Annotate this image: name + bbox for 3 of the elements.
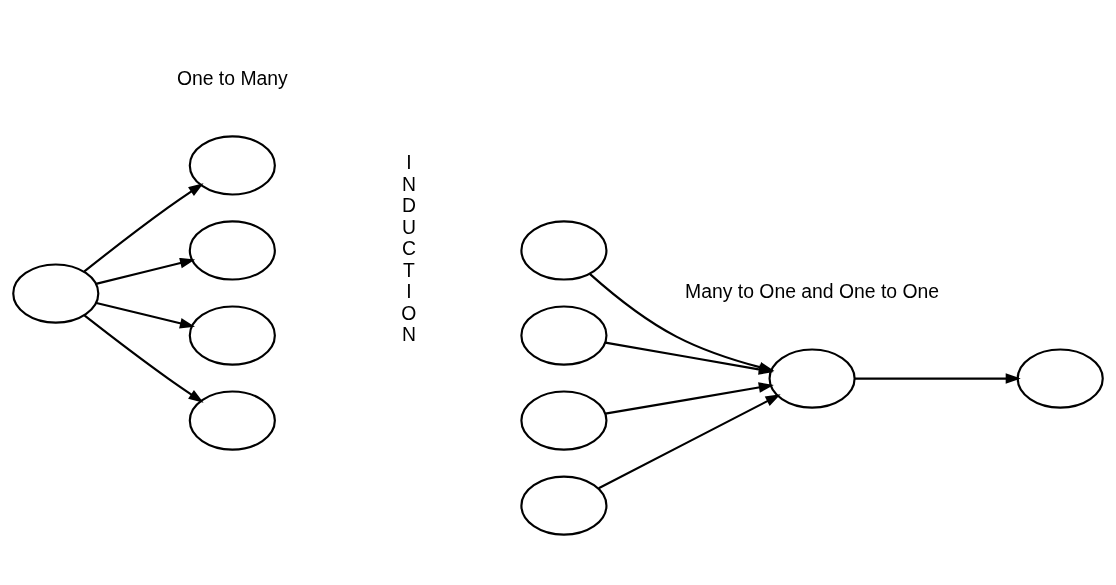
- label: Many to One and One to One: [685, 279, 940, 302]
- label: INDUCTION: [401, 150, 417, 345]
- label: One to Many: [176, 66, 288, 89]
